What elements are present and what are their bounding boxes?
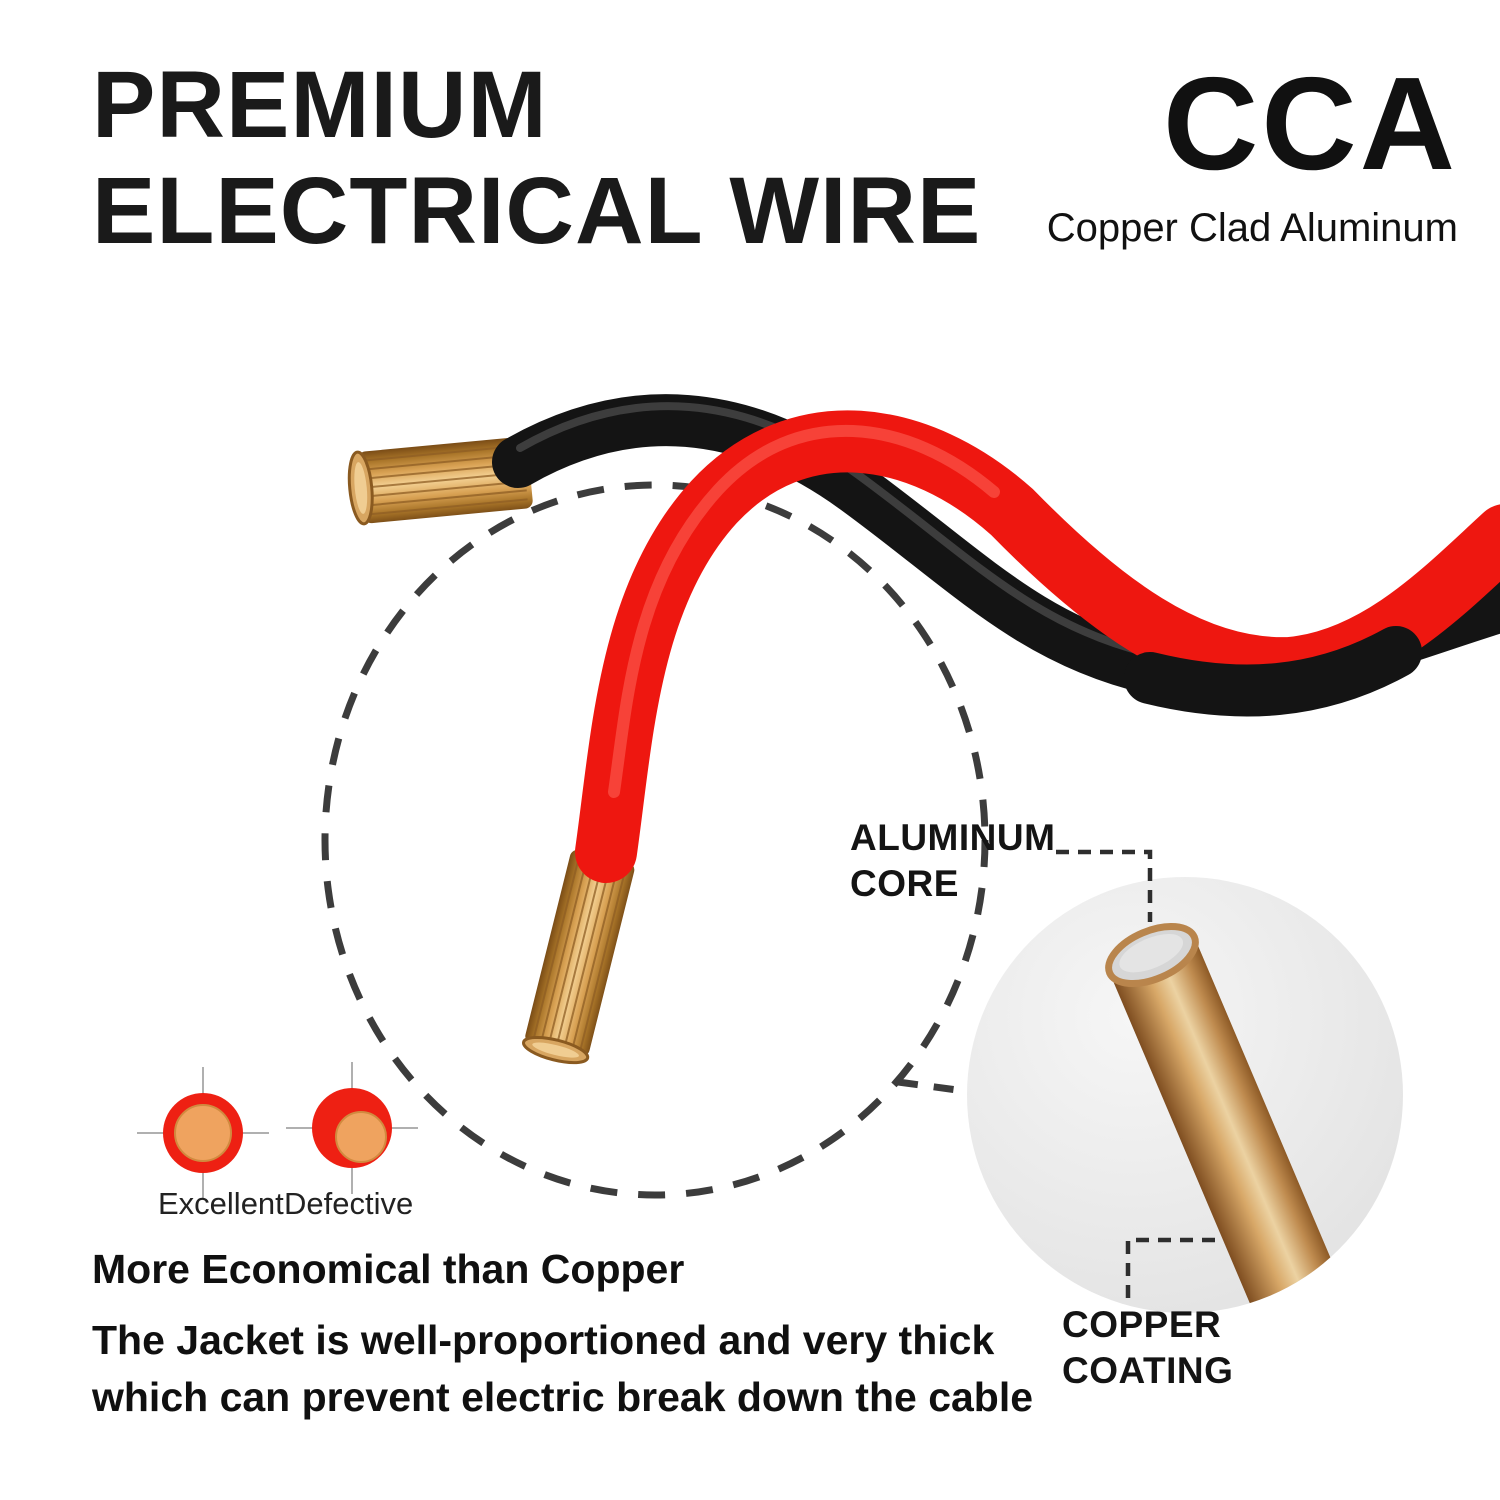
aluminum-core-line-1: ALUMINUM [850,817,1056,858]
cca-badge: CCA Copper Clad Aluminum [1047,58,1458,251]
copper-coating-line-2: COATING [1062,1350,1234,1392]
dashed-focus-circle [321,481,989,1199]
jacket-description-line-2: which can prevent electric break down th… [92,1374,1034,1421]
black-wire-sheen [516,402,1156,658]
cross-section-excellent-icon [137,1067,269,1199]
copper-coating-line-1: COPPER [1062,1304,1222,1345]
red-wire-sheen [608,424,1000,798]
centered-copper-core [174,1104,232,1162]
copper-coating-callout: COPPER COATING [1062,1302,1233,1395]
aluminum-core-callout: ALUMINUM CORE [850,815,1055,908]
excellent-label: Excellent [158,1186,284,1221]
copper-coating-pointer-line [1125,1237,1220,1298]
cca-full-name: Copper Clad Aluminum [1046,206,1458,250]
aluminum-core-highlight [1119,933,1184,973]
zoom-circle [967,877,1403,1313]
jacket-description: The Jacket is well-proportioned and very… [92,1312,1033,1427]
title-line-2: ELECTRICAL WIRE [92,158,982,265]
aluminum-core-line-2: CORE [850,863,959,905]
cca-abbreviation: CCA [1163,50,1458,197]
page-title: PREMIUM ELECTRICAL WIRE [92,52,981,265]
title-line-1: PREMIUM [92,52,548,158]
red-wire-copper-strands [522,849,635,1065]
offset-copper-core [335,1111,387,1163]
black-wire [347,394,1500,702]
cross-section-defective-icon [286,1062,418,1194]
black-wire-over-twist [1124,626,1422,717]
defective-label: Defective [284,1186,414,1221]
jacket-description-line-1: The Jacket is well-proportioned and very… [92,1317,995,1363]
aluminum-core-pointer-line [1056,849,1153,922]
copper-coating-rod [1109,937,1403,1313]
dashed-connector-line [897,1078,973,1096]
economical-claim: More Economical than Copper [92,1246,685,1292]
